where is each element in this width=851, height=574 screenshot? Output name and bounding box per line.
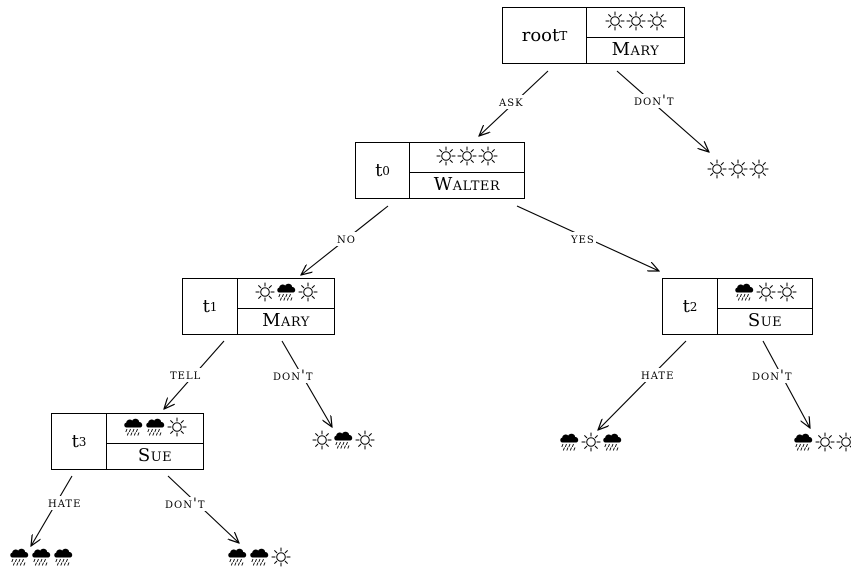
- edge-label-ask: ask: [498, 94, 525, 110]
- sun-icon: [355, 430, 375, 454]
- leaf-t1-dont: [312, 430, 375, 454]
- sun-icon: [749, 159, 769, 183]
- agent-name: Sue: [747, 310, 783, 331]
- edge-root-dont: [616, 70, 709, 152]
- edge-label-tell: tell: [169, 367, 203, 383]
- sun-icon: [707, 159, 727, 183]
- sun-icon: [478, 146, 498, 170]
- rain-cloud-icon: [31, 547, 52, 571]
- weather-sequence: [107, 414, 203, 444]
- weather-sequence: [238, 279, 334, 309]
- weather-sequence: [587, 8, 684, 38]
- sun-icon: [298, 282, 318, 306]
- sun-icon: [255, 282, 275, 306]
- sun-icon: [271, 547, 291, 571]
- leaf-root-dont: [707, 159, 769, 183]
- agent-name: Mary: [611, 39, 660, 60]
- rain-cloud-icon: [53, 547, 74, 571]
- rain-cloud-icon: [123, 417, 144, 441]
- leaf-t3-hate: [9, 547, 74, 571]
- edge-t3-hate: [31, 475, 73, 546]
- edge-t2-dont: [762, 340, 810, 428]
- rain-cloud-icon: [333, 430, 354, 454]
- rain-cloud-icon: [559, 432, 580, 456]
- weather-sequence: [410, 143, 524, 173]
- sun-icon: [836, 432, 851, 456]
- sun-icon: [815, 432, 835, 456]
- edge-label-dont: don't: [272, 368, 315, 384]
- sun-icon: [647, 11, 667, 35]
- edge-label-dont: don't: [751, 368, 794, 384]
- leaf-t3-dont: [227, 547, 291, 571]
- sun-icon: [777, 282, 797, 306]
- rain-cloud-icon: [249, 547, 270, 571]
- weather-sequence: [718, 279, 812, 309]
- edge-label-yes: yes: [570, 231, 596, 247]
- edge-label-hate: hate: [640, 367, 676, 383]
- edge-label-no: no: [336, 231, 357, 247]
- agent-name: Walter: [433, 174, 501, 195]
- leaf-t2-hate: [559, 432, 623, 456]
- rain-cloud-icon: [602, 432, 623, 456]
- edge-t2-hate: [598, 340, 687, 430]
- rain-cloud-icon: [9, 547, 30, 571]
- sun-icon: [756, 282, 776, 306]
- rain-cloud-icon: [734, 282, 755, 306]
- agent-name: Mary: [262, 310, 310, 331]
- sun-icon: [728, 159, 748, 183]
- edge-label-dont: don't: [633, 93, 676, 109]
- rain-cloud-icon: [227, 547, 248, 571]
- sun-icon: [581, 432, 601, 456]
- sun-icon: [436, 146, 456, 170]
- edge-t1-dont: [281, 340, 332, 427]
- edge-label-dont: don't: [164, 496, 207, 512]
- agent-name: Sue: [137, 445, 173, 466]
- sun-icon: [312, 430, 332, 454]
- sun-icon: [167, 417, 187, 441]
- rain-cloud-icon: [145, 417, 166, 441]
- rain-cloud-icon: [793, 432, 814, 456]
- leaf-t2-dont: [793, 432, 851, 456]
- sun-icon: [626, 11, 646, 35]
- sun-icon: [605, 11, 625, 35]
- rain-cloud-icon: [276, 282, 297, 306]
- sun-icon: [457, 146, 477, 170]
- edge-label-hate: hate: [47, 495, 83, 511]
